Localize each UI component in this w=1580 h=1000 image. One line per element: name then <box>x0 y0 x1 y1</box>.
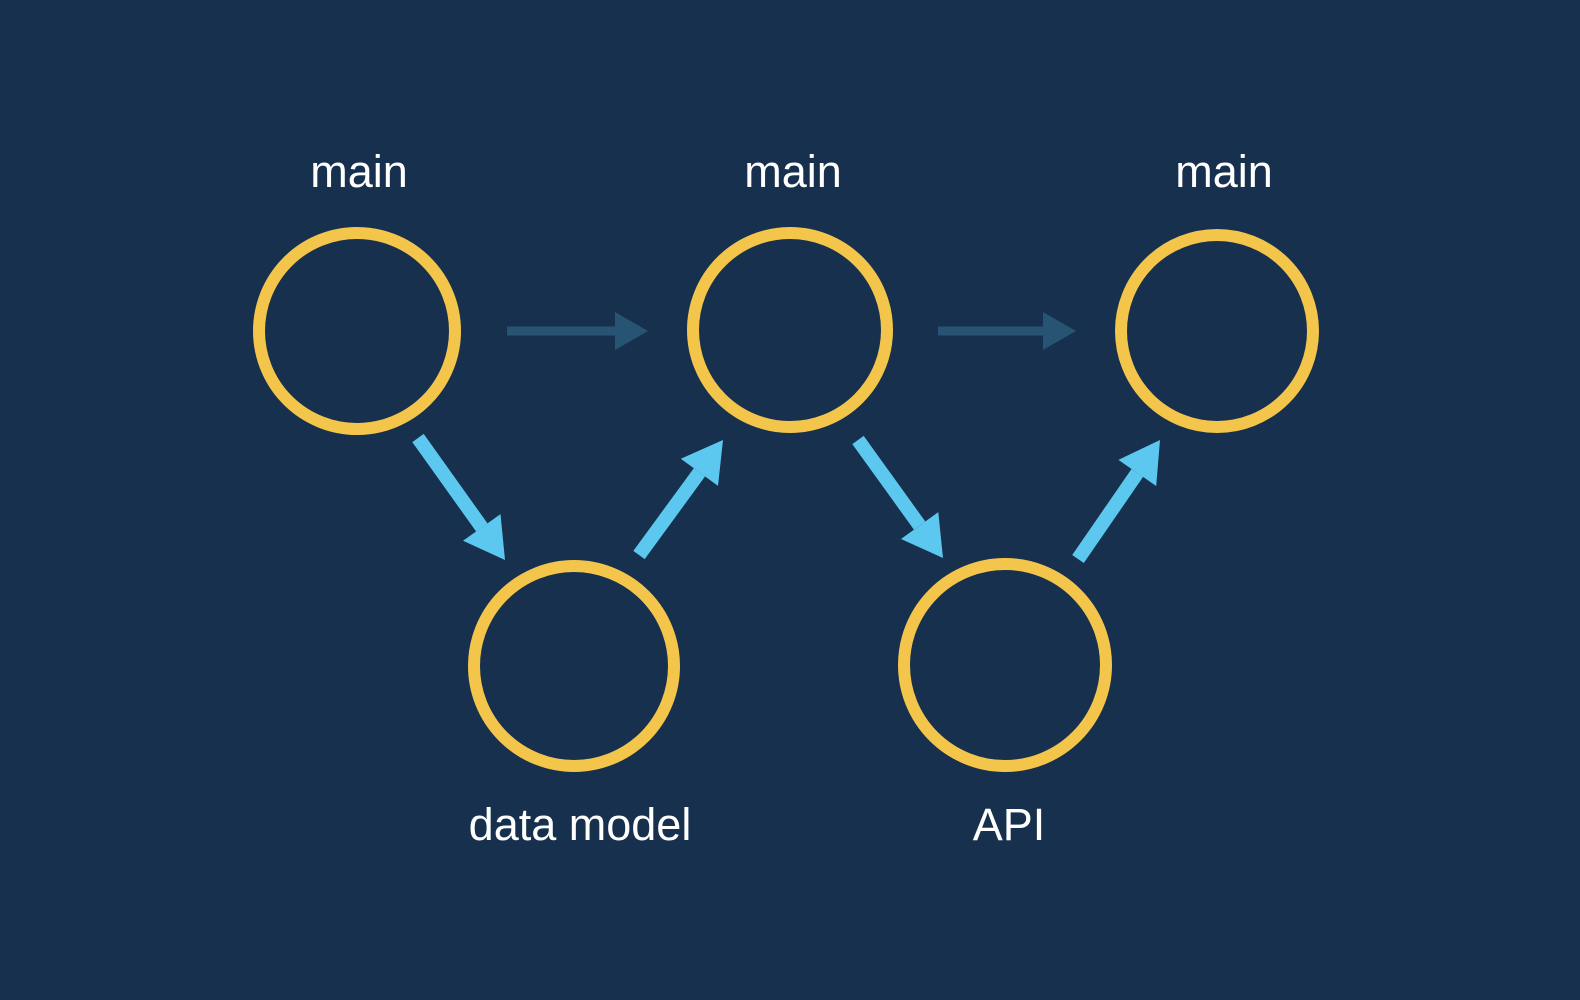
node-circle-main-commit-2 <box>687 227 893 433</box>
node-label-main-commit-3: main <box>1175 146 1273 197</box>
branch-arrowhead-icon <box>463 514 505 560</box>
node-circle-main-commit-1 <box>253 227 461 435</box>
node-label-api-branch: API <box>973 799 1046 850</box>
edge-api-to-main-3 <box>1072 440 1160 563</box>
main-arrow-shaft <box>938 326 1043 336</box>
node-label-main-commit-2: main <box>744 146 842 197</box>
branch-arrow-shaft <box>1072 469 1144 563</box>
branch-arrow-shaft <box>852 435 926 530</box>
node-label-main-commit-1: main <box>310 146 408 197</box>
edge-main-2-to-main-3 <box>938 312 1076 350</box>
branch-arrowhead-icon <box>1118 440 1160 486</box>
branch-arrow-shaft <box>412 433 488 532</box>
edge-main-1-to-data-model <box>412 433 505 560</box>
edge-data-model-to-main-2 <box>633 440 723 560</box>
branch-arrowhead-icon <box>680 440 723 486</box>
branch-arrow-shaft <box>633 468 706 560</box>
node-circle-api-branch <box>898 558 1112 772</box>
node-label-data-model-branch: data model <box>469 799 692 850</box>
edge-main-2-to-api <box>852 435 943 558</box>
main-arrow-shaft <box>507 326 615 336</box>
node-circle-data-model-branch <box>468 560 680 772</box>
branch-arrowhead-icon <box>901 512 943 558</box>
main-arrowhead-icon <box>615 312 648 350</box>
node-circle-main-commit-3 <box>1115 229 1319 433</box>
main-arrowhead-icon <box>1043 312 1076 350</box>
edge-main-1-to-main-2 <box>507 312 648 350</box>
